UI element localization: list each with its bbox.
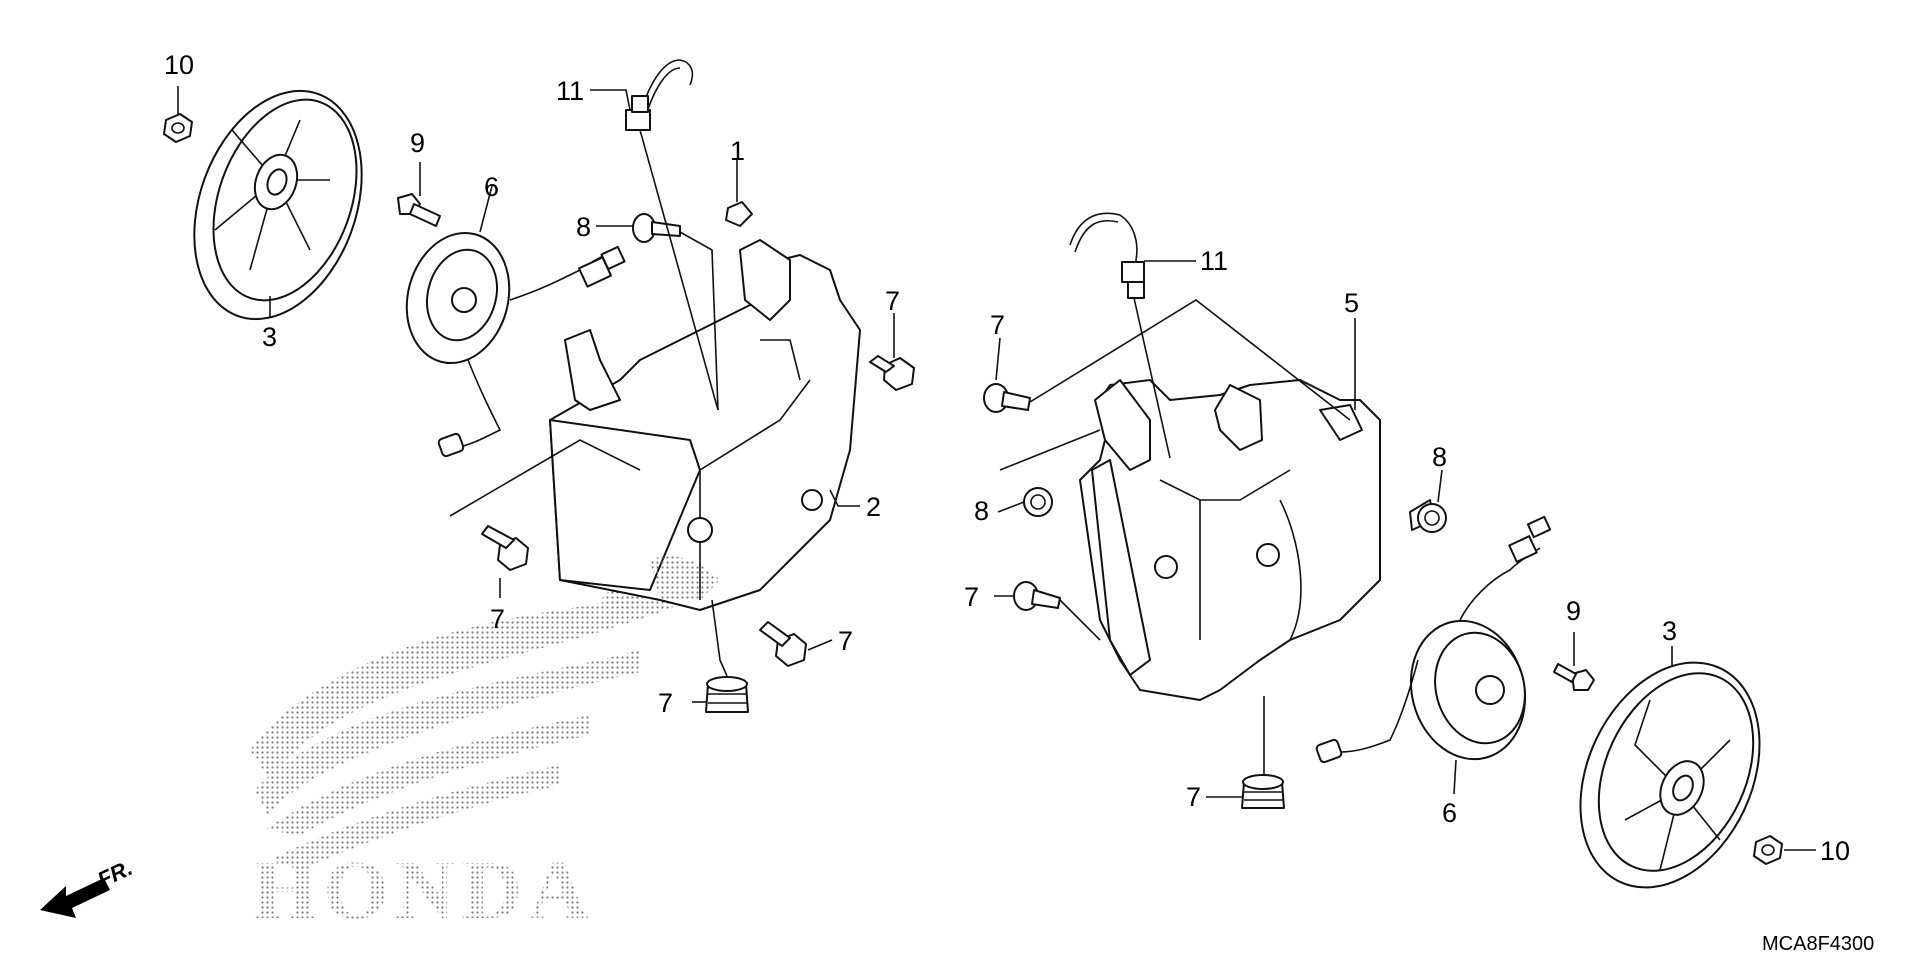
bolt-9-left xyxy=(397,193,441,227)
motor-right xyxy=(1315,515,1552,764)
grommet-right xyxy=(1241,774,1285,809)
diagram-code: MCA8F4300 xyxy=(1762,933,1874,955)
callout-8-right-a: 8 xyxy=(974,496,989,526)
nut-left xyxy=(163,113,193,143)
callout-7-right-b: 7 xyxy=(964,582,979,612)
callout-7-left-c: 7 xyxy=(838,626,853,656)
callout-7-right-a: 7 xyxy=(990,310,1005,340)
callout-5-right: 6 xyxy=(1442,798,1457,828)
callout-8-left: 8 xyxy=(576,212,591,242)
callout-4: 5 xyxy=(1344,288,1359,318)
callout-6-left: 7 xyxy=(658,688,673,718)
bolt-7-right-a xyxy=(983,383,1031,413)
callout-10-right: 10 xyxy=(1820,836,1850,866)
callout-5-left: 6 xyxy=(484,172,499,202)
callout-10-left: 10 xyxy=(164,50,194,80)
bolt-7-left-c xyxy=(759,621,807,667)
callout-6-right: 7 xyxy=(1186,782,1201,812)
nut-right xyxy=(1753,835,1783,865)
callout-9-right: 9 xyxy=(1566,596,1581,626)
bolt-7-left-b xyxy=(481,525,529,571)
bolt-7-right-b xyxy=(1013,581,1061,611)
callout-9-left: 9 xyxy=(410,128,425,158)
callout-2: 2 xyxy=(866,492,881,522)
bolt-8-right-a xyxy=(1023,487,1053,517)
motor-left xyxy=(405,231,626,458)
callout-7-left-a: 7 xyxy=(885,286,900,316)
fan-right xyxy=(1579,661,1761,889)
leader-lines xyxy=(177,86,1816,851)
callout-11-right: 11 xyxy=(1200,246,1228,276)
bolt-9-right xyxy=(1553,663,1595,691)
callout-3-right: 3 xyxy=(1662,616,1677,646)
bolt-8-left xyxy=(632,213,681,243)
shroud-right xyxy=(1079,379,1435,701)
callout-8-right-b: 8 xyxy=(1432,442,1447,472)
honda-watermark-text: HONDA xyxy=(252,844,595,937)
clip-1 xyxy=(725,201,753,227)
fan-left xyxy=(193,89,363,321)
bolt-7-left-a xyxy=(869,355,915,391)
bolt-8-right-b xyxy=(1417,503,1447,533)
callout-11-left: 11 xyxy=(556,76,584,106)
callout-3-left: 3 xyxy=(262,322,277,352)
callout-7-left-b: 7 xyxy=(490,604,505,634)
callout-1: 1 xyxy=(730,136,745,166)
shroud-left xyxy=(549,239,861,611)
harness-right xyxy=(1069,212,1145,299)
grommet-left xyxy=(705,676,749,713)
harness-left xyxy=(625,59,694,131)
front-direction-arrow-icon xyxy=(40,878,110,918)
